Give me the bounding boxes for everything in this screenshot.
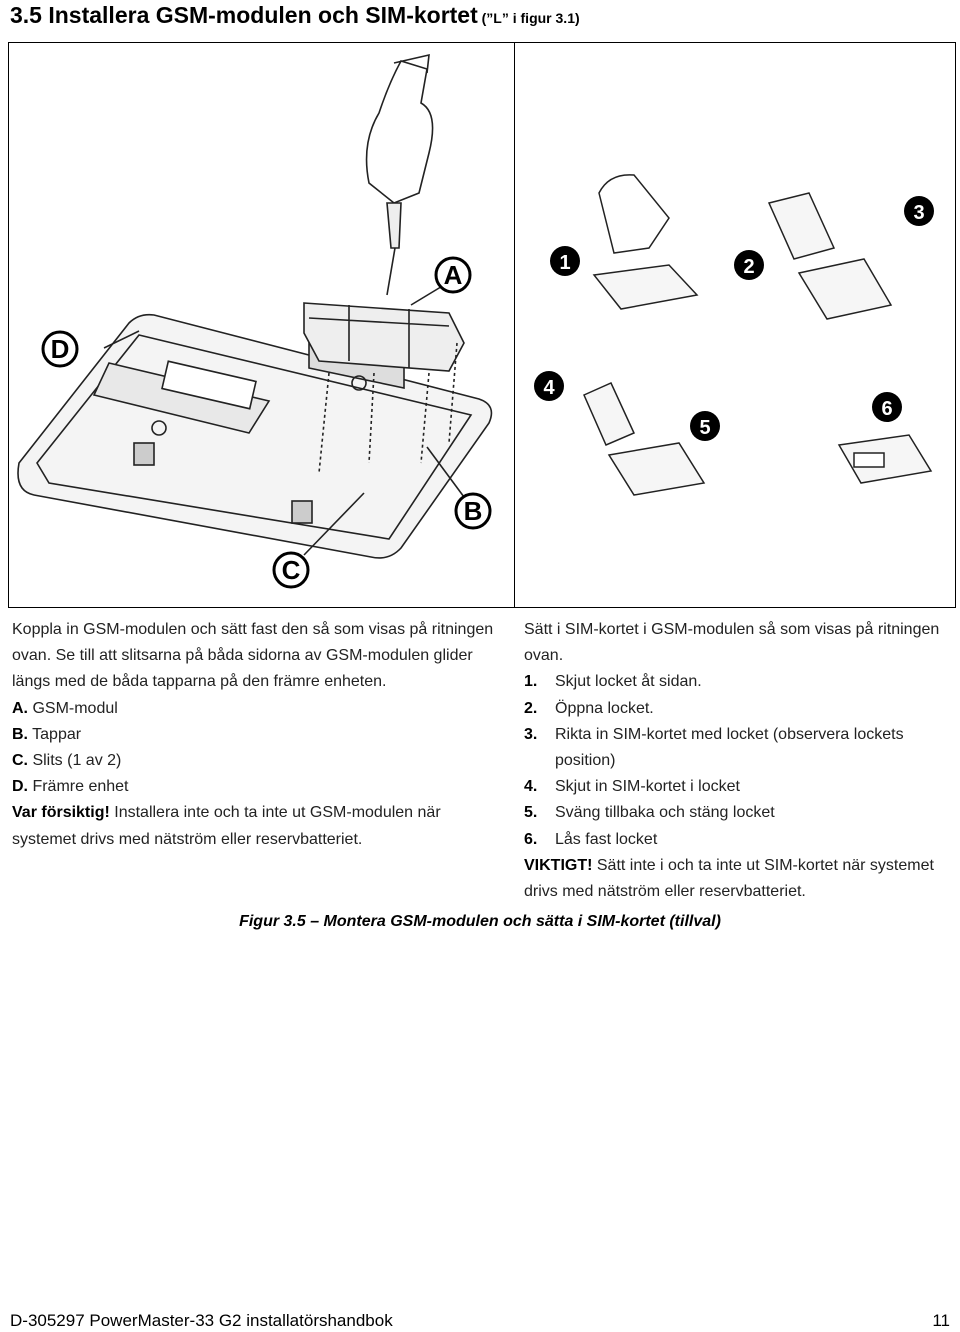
callout-1: 1 bbox=[559, 252, 570, 274]
part-item-d: D. Främre enhet bbox=[12, 778, 129, 796]
step-5: 5.Sväng tillbaka och stäng locket bbox=[524, 804, 775, 822]
installation-illustration: A B C D 1 2 3 4 5 6 bbox=[17, 53, 934, 589]
figure-caption: Figur 3.5 – Montera GSM-modulen och sätt… bbox=[239, 913, 721, 930]
important-note: VIKTIGT! Sätt inte i och ta inte ut SIM-… bbox=[524, 856, 934, 901]
figure-frame: A B C D 1 2 3 4 5 6 bbox=[8, 42, 956, 608]
section-title: 3.5 Installera GSM-modulen och SIM-korte… bbox=[10, 2, 478, 28]
caution-note: Var försiktig! Installera inte och ta in… bbox=[12, 804, 441, 848]
callout-b: B bbox=[464, 496, 483, 526]
callout-6: 6 bbox=[881, 398, 892, 420]
callout-3: 3 bbox=[913, 202, 924, 224]
callout-2: 2 bbox=[743, 256, 754, 278]
step-6: 6.Lås fast locket bbox=[524, 830, 658, 848]
part-item-b: B. Tappar bbox=[12, 725, 82, 743]
part-item-a: A. GSM-modul bbox=[12, 699, 118, 717]
front-unit-drawing bbox=[17, 302, 493, 559]
callout-c: C bbox=[282, 555, 301, 585]
hand-screwdriver-drawing bbox=[365, 53, 434, 296]
figure-divider bbox=[514, 43, 515, 607]
callout-a: A bbox=[444, 260, 463, 290]
page-number: 11 bbox=[932, 1311, 950, 1330]
right-column: Sätt i SIM-kortet i GSM-modulen så som v… bbox=[524, 617, 954, 905]
gsm-intro: Koppla in GSM-modulen och sätt fast den … bbox=[12, 621, 494, 691]
sim-holder-drawings bbox=[583, 174, 933, 496]
callout-4: 4 bbox=[543, 377, 555, 399]
section-heading: 3.5 Installera GSM-modulen och SIM-korte… bbox=[10, 0, 580, 33]
part-item-c: C. Slits (1 av 2) bbox=[12, 752, 122, 770]
footer-doc-title: D-305297 PowerMaster-33 G2 installatörsh… bbox=[10, 1311, 393, 1330]
left-column: Koppla in GSM-modulen och sätt fast den … bbox=[12, 617, 502, 853]
step-1: 1.Skjut locket åt sidan. bbox=[524, 673, 702, 691]
sim-intro: Sätt i SIM-kortet i GSM-modulen så som v… bbox=[524, 621, 940, 665]
figure-reference: (”L” i figur 3.1) bbox=[477, 10, 580, 26]
callout-markers: A B C D 1 2 3 4 5 6 bbox=[41, 196, 934, 589]
step-3: 3.Rikta in SIM-kortet med locket (observ… bbox=[524, 725, 904, 770]
callout-d: D bbox=[51, 334, 70, 364]
step-4: 4.Skjut in SIM-kortet i locket bbox=[524, 778, 740, 796]
callout-5: 5 bbox=[699, 417, 710, 439]
step-2: 2.Öppna locket. bbox=[524, 699, 654, 717]
